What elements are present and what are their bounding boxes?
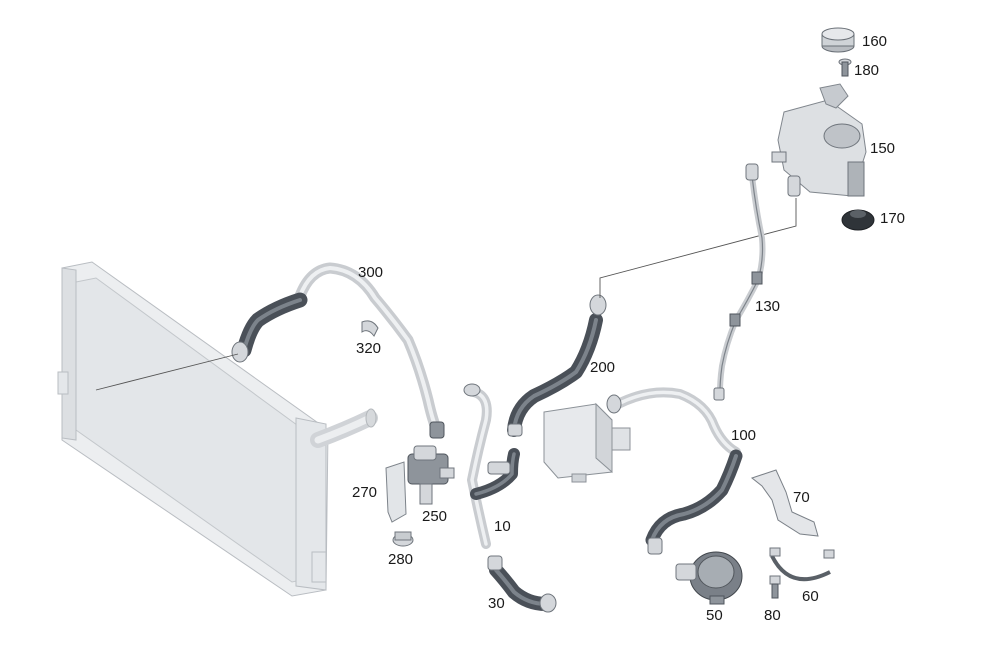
part-60-clamp [769,547,835,582]
label-part-180: 180 [854,62,879,79]
label-part-50: 50 [706,607,723,624]
label-part-150: 150 [870,140,895,157]
label-part-10: 10 [494,518,511,535]
label-part-280: 280 [388,551,413,568]
label-part-30: 30 [488,595,505,612]
label-part-250: 250 [422,508,447,525]
label-part-100: 100 [731,427,756,444]
part-250-valve [407,445,455,505]
part-130-hose [713,163,766,401]
label-part-70: 70 [793,489,810,506]
cooler-module [543,402,631,483]
part-270-bracket [385,461,407,523]
part-50-pump [675,551,743,605]
label-part-160: 160 [862,33,887,50]
label-part-130: 130 [755,298,780,315]
part-300-hose [231,262,445,439]
part-70-bracket [750,469,819,537]
label-part-60: 60 [802,588,819,605]
part-200-hose [507,294,607,437]
label-part-200: 200 [590,359,615,376]
label-part-300: 300 [358,264,383,281]
part-labels: 160 180 150 170 300 130 320 200 100 270 … [352,33,905,624]
label-part-270: 270 [352,484,377,501]
part-160-cap [821,27,855,53]
leader-200-to-150 [599,198,797,298]
part-180-screw [838,58,852,77]
part-100-hose [606,387,743,555]
part-10-hose [463,383,520,549]
label-part-170: 170 [880,210,905,227]
part-320-clamp [361,320,379,337]
label-part-320: 320 [356,340,381,357]
radiator [57,261,378,597]
part-170-seal [841,209,875,231]
leader-radiator [95,353,239,391]
part-30-hose [487,555,557,613]
part-80-bolt [769,575,781,599]
part-150-expansion-tank [771,83,867,197]
label-part-80: 80 [764,607,781,624]
part-280-cap [392,531,414,547]
